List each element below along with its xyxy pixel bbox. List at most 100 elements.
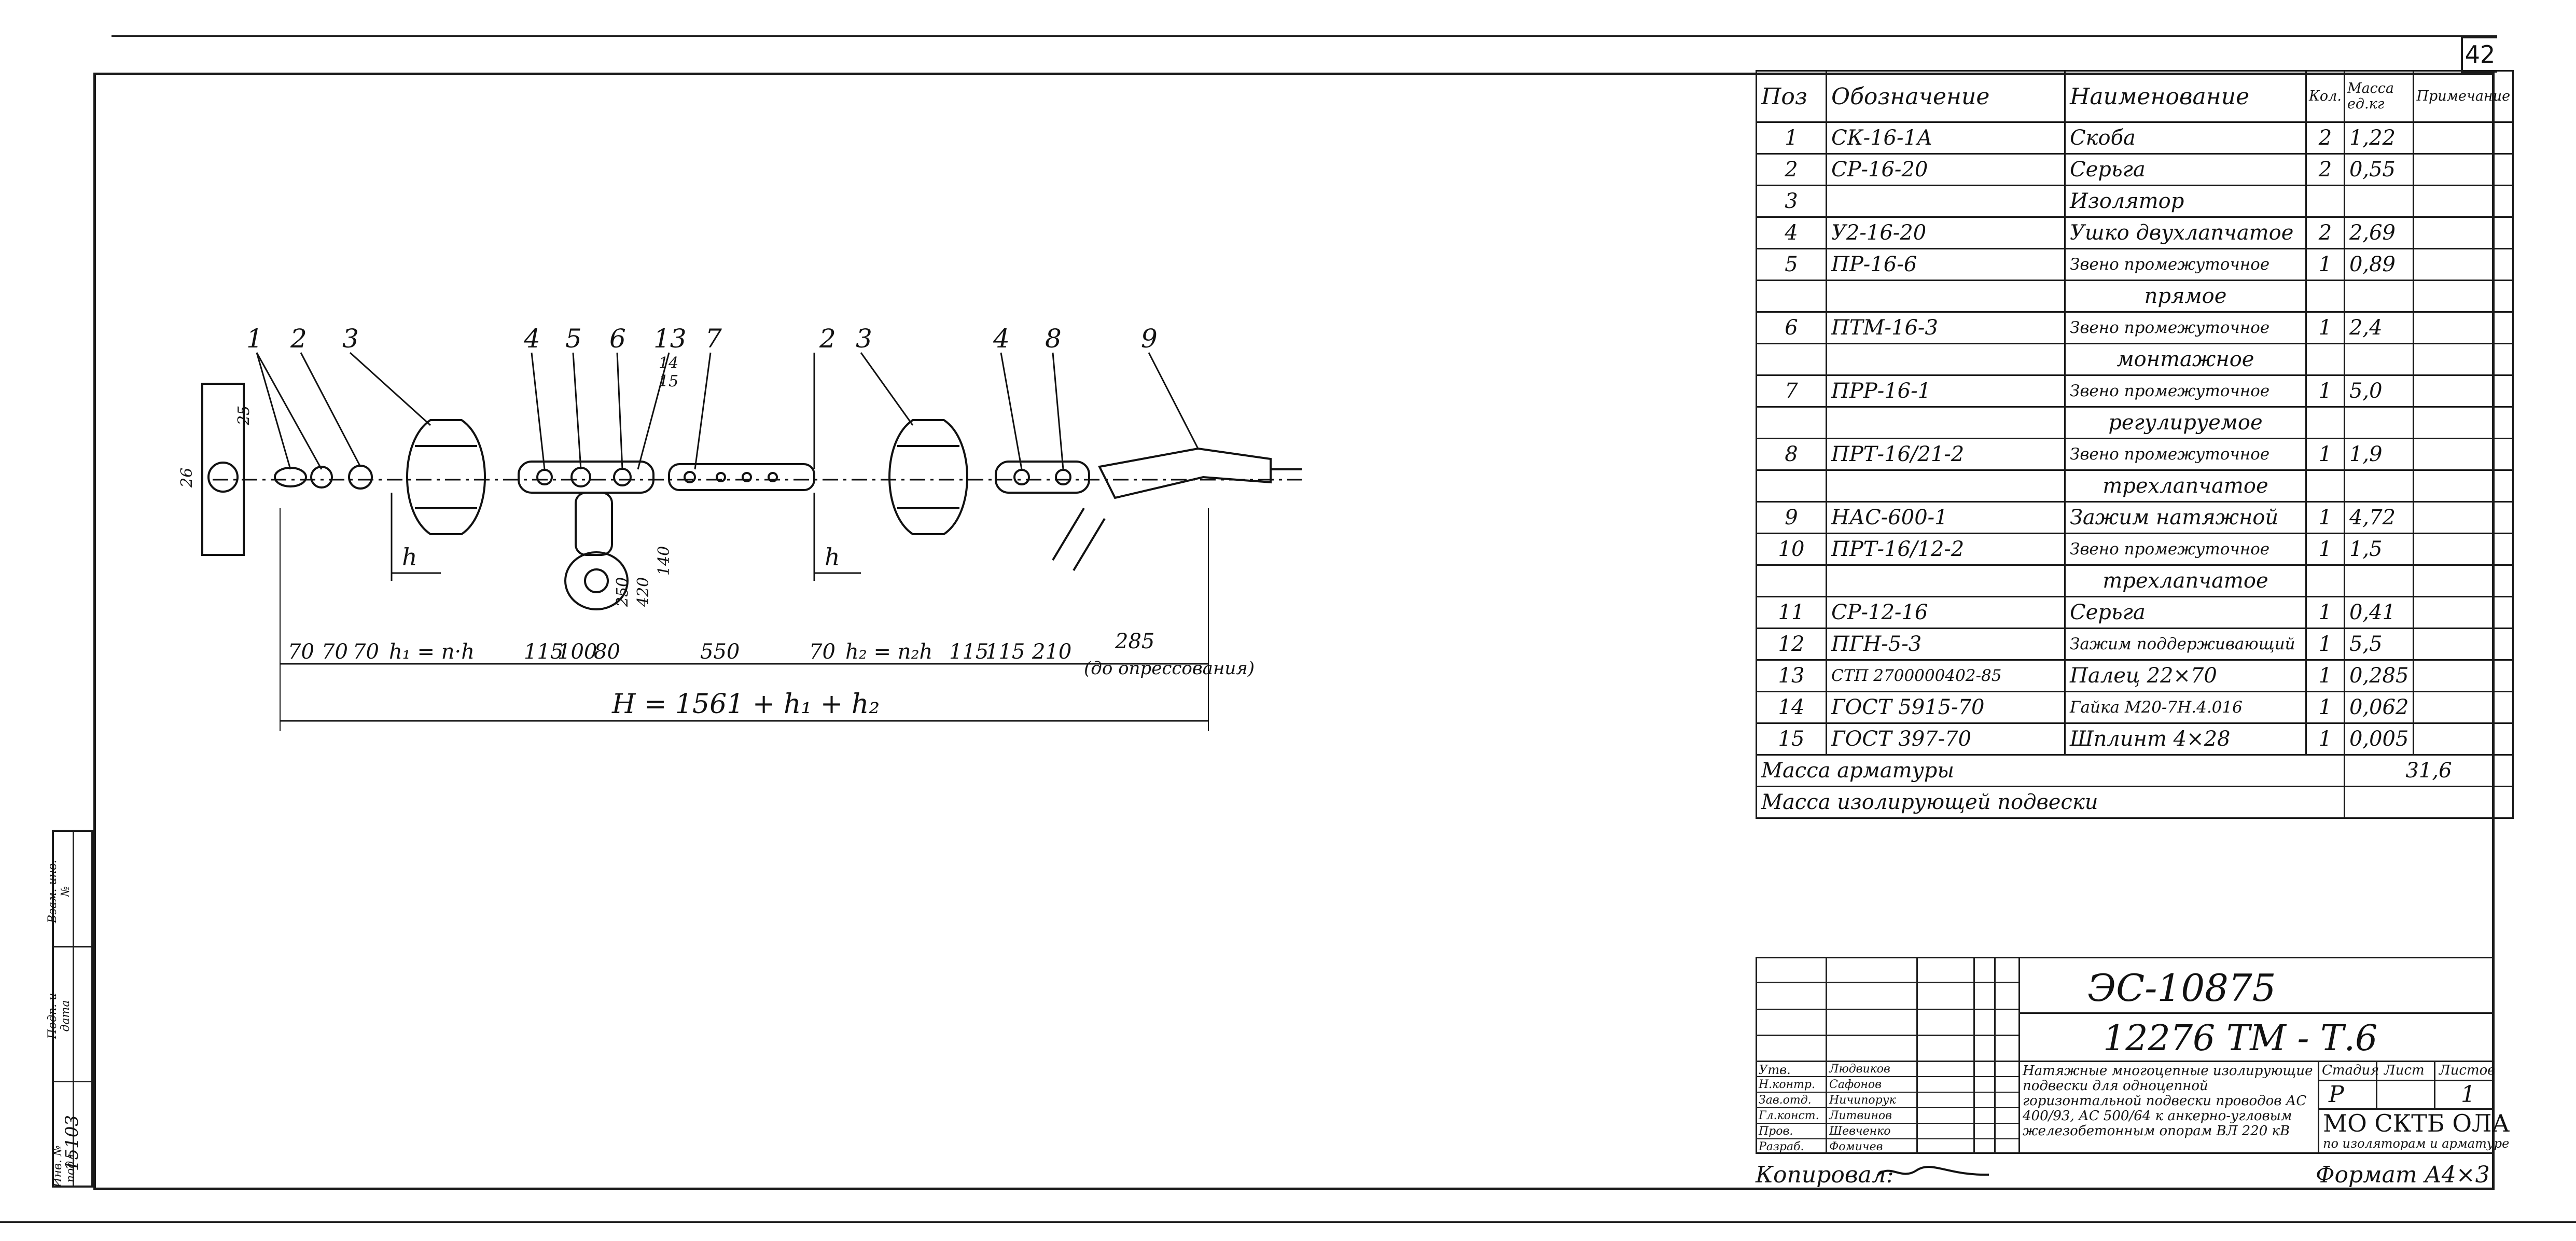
spec-cell-name: Гайка М20-7Н.4.016: [2064, 691, 2307, 724]
dim-70-a: 70: [288, 640, 314, 664]
spec-cell-designation: [1826, 406, 2066, 439]
spec-cell-pos: [1756, 343, 1827, 376]
role-1: Н.контр.: [1759, 1078, 1815, 1091]
callout-15: 15: [659, 372, 678, 391]
spec-row: регулируемое: [1756, 406, 2514, 439]
spec-cell-mass: [2343, 343, 2415, 376]
spec-cell-name: Звено промежуточное: [2064, 248, 2307, 281]
total-suspension-row: Масса изолирующей подвески: [1756, 786, 2514, 819]
dim-h2: h₂ = n₂h: [845, 640, 932, 664]
spec-cell-pos: 12: [1756, 628, 1827, 661]
vdim-420: 420: [634, 577, 652, 607]
spec-cell-note: [2413, 280, 2514, 313]
spec-cell-qty: 1: [2305, 311, 2345, 344]
spec-cell-mass: 1,9: [2343, 438, 2415, 471]
spec-cell-qty: [2305, 564, 2345, 597]
insulator-left: [406, 419, 486, 535]
total-fittings-label: Масса арматуры: [1756, 754, 2345, 787]
spec-cell-pos: [1756, 564, 1827, 597]
insulator-right: [888, 419, 968, 535]
yoke-plate: [518, 461, 655, 494]
stamp-sign-label: Подп. и дата: [46, 993, 72, 1039]
col-pos: Поз: [1756, 70, 1827, 123]
spec-cell-mass: 4,72: [2343, 501, 2415, 534]
spec-cell-pos: 8: [1756, 438, 1827, 471]
spec-cell-name: Палец 22×70: [2064, 659, 2307, 692]
callout-5: 5: [565, 324, 582, 354]
vdim-250: 250: [614, 577, 632, 607]
spec-cell-designation: У2-16-20: [1826, 216, 2066, 249]
spec-cell-name: Зажим поддерживающий: [2064, 628, 2307, 661]
spec-cell-qty: 2: [2305, 153, 2345, 186]
left-stamp: Инв. № подл. 15103 Подп. и дата Взам. ин…: [46, 830, 93, 1188]
spec-cell-qty: 1: [2305, 596, 2345, 629]
tension-clamp: [1098, 447, 1272, 499]
total-fittings-value: 31,6: [2343, 754, 2514, 787]
spec-cell-pos: [1756, 469, 1827, 503]
name-0: Людвиков: [1829, 1063, 1890, 1076]
spec-cell-note: [2413, 501, 2514, 534]
total-fittings-row: Масса арматуры 31,6: [1756, 754, 2514, 787]
spec-cell-designation: [1826, 469, 2066, 503]
spec-cell-qty: 2: [2305, 121, 2345, 155]
spec-cell-qty: 1: [2305, 533, 2345, 566]
spec-cell-qty: 1: [2305, 438, 2345, 471]
callout-2: 2: [290, 324, 307, 354]
dim-210: 210: [1032, 640, 1071, 664]
spec-cell-qty: 1: [2305, 659, 2345, 692]
spec-header-row: Поз Обозначение Наименование Кол. Масса …: [1756, 70, 2514, 123]
spec-cell-qty: 1: [2305, 501, 2345, 534]
org: МО СКТБ ОЛА: [2323, 1109, 2510, 1137]
spec-cell-pos: 6: [1756, 311, 1827, 344]
spec-cell-designation: ПГН-5-3: [1826, 628, 2066, 661]
spec-cell-qty: [2305, 343, 2345, 376]
spec-cell-name: прямое: [2064, 280, 2307, 313]
spec-cell-pos: 14: [1756, 691, 1827, 724]
col-mass: Масса ед.кг: [2343, 70, 2415, 123]
spec-cell-note: [2413, 438, 2514, 471]
role-4: Пров.: [1759, 1125, 1793, 1138]
format-label: Формат А4×3: [2316, 1162, 2490, 1188]
description: Натяжные многоцепные изолирующие подвеск…: [2023, 1063, 2313, 1139]
spec-row: монтажное: [1756, 343, 2514, 376]
spec-cell-pos: 13: [1756, 659, 1827, 692]
spec-cell-designation: СК-16-1А: [1826, 121, 2066, 155]
total-suspension-value: [2343, 786, 2514, 819]
dim-100: 100: [558, 640, 597, 664]
spec-cell-name: Изолятор: [2064, 185, 2307, 218]
spec-cell-note: [2413, 533, 2514, 566]
spec-cell-name: Звено промежуточное: [2064, 374, 2307, 408]
stamp-inv-value: 15103: [62, 1114, 82, 1172]
spec-cell-note: [2413, 596, 2514, 629]
spec-cell-mass: 0,062: [2343, 691, 2415, 724]
spec-cell-name: Звено промежуточное: [2064, 438, 2307, 471]
callout-3: 3: [342, 324, 359, 354]
spec-cell-designation: [1826, 564, 2066, 597]
spec-cell-name: Шплинт 4×28: [2064, 722, 2307, 756]
callout-8: 8: [1045, 324, 1062, 354]
spec-cell-note: [2413, 722, 2514, 756]
spec-cell-note: [2413, 628, 2514, 661]
spec-row: трехлапчатое: [1756, 469, 2514, 503]
spec-cell-designation: ПРТ-16/21-2: [1826, 438, 2066, 471]
callout-9: 9: [1141, 324, 1158, 354]
role-5: Разраб.: [1759, 1140, 1804, 1153]
three-leg-link: [995, 461, 1090, 494]
specification-table: Поз Обозначение Наименование Кол. Масса …: [1756, 70, 2514, 819]
spec-row: трехлапчатое: [1756, 564, 2514, 597]
dim-115-c: 115: [985, 640, 1025, 664]
sheet-number: 42: [2461, 36, 2497, 73]
shackle-1: [274, 467, 307, 487]
spec-cell-pos: 7: [1756, 374, 1827, 408]
org-cell: [2318, 1108, 2495, 1154]
spec-cell-designation: ПРР-16-1: [1826, 374, 2066, 408]
callout-4: 4: [523, 324, 540, 354]
spec-cell-pos: 11: [1756, 596, 1827, 629]
role-2: Зав.отд.: [1759, 1094, 1812, 1107]
